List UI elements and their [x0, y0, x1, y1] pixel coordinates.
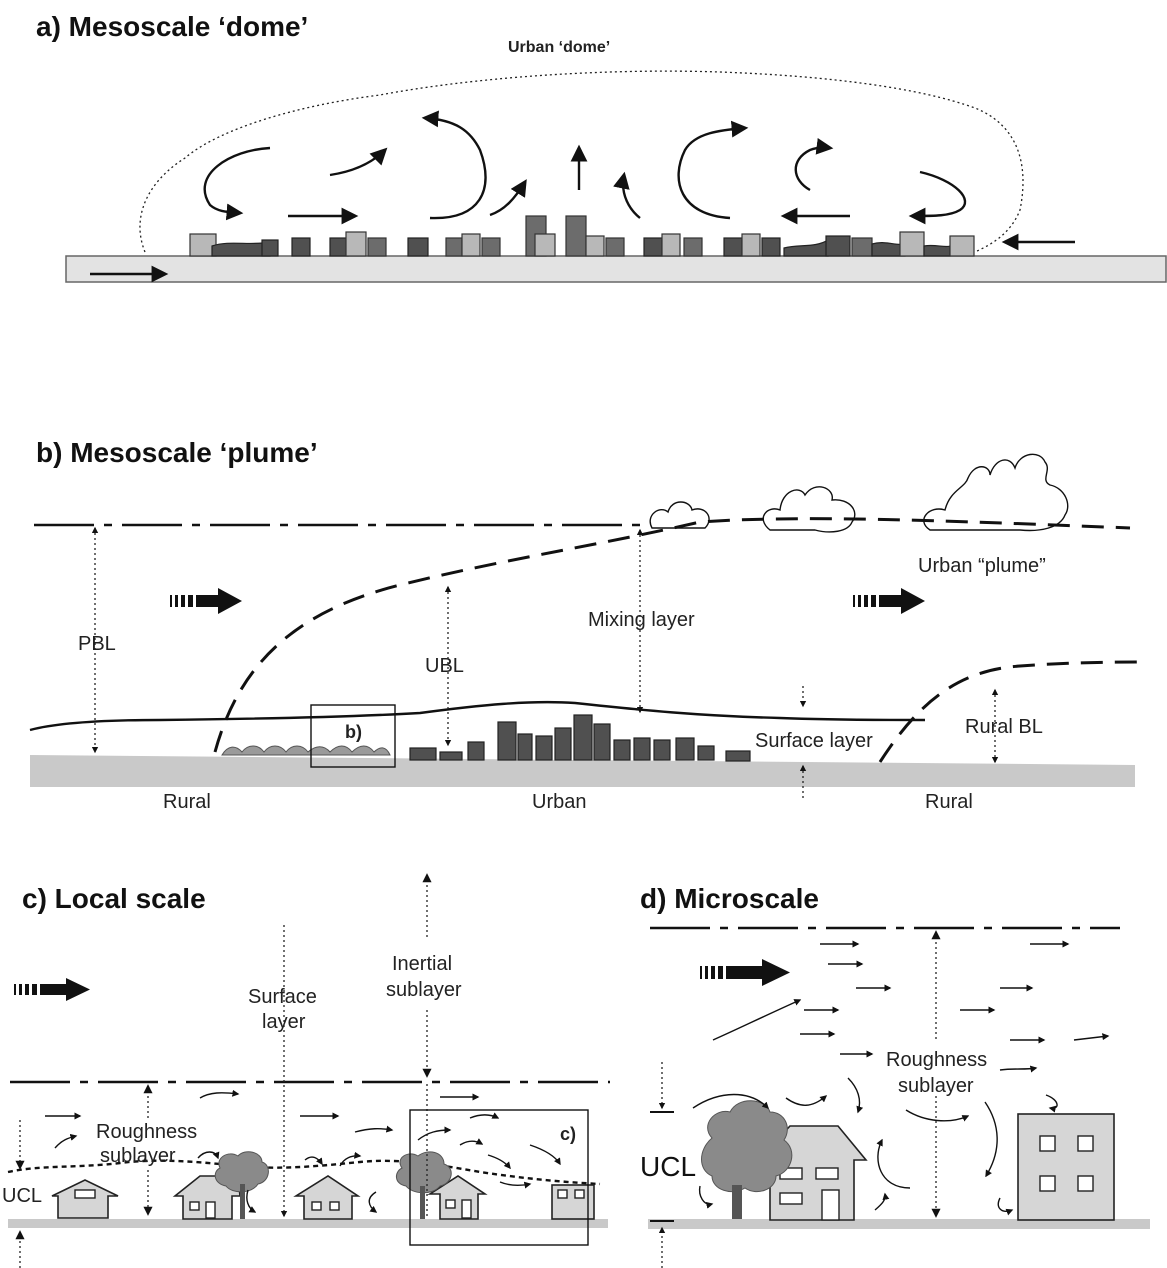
panel-c-wind-arrow: [14, 978, 90, 1001]
panel-c-title: c) Local scale: [22, 883, 206, 914]
panel-c-inset-marker: c): [560, 1124, 576, 1144]
panel-c-houses: [51, 1175, 595, 1220]
urban-dome-outline: [139, 70, 1024, 253]
panel-c-roughness-label-1: Roughness: [96, 1121, 197, 1143]
panel-d-roughness-label-2: sublayer: [898, 1075, 974, 1097]
panel-b-inset-marker: b): [345, 722, 362, 742]
surface-layer-line: [29, 700, 926, 732]
plume-clouds: [649, 453, 1069, 533]
panel-a-ground: [65, 255, 1167, 283]
panel-c-inset-box: [409, 1109, 589, 1246]
panel-b-dimension-arrows: [91, 526, 999, 798]
panel-d-flow-arrows: [692, 940, 1110, 1216]
panel-d-tall-building: [1017, 1113, 1115, 1221]
panel-b-wind-arrow-left: [170, 588, 242, 614]
panel-d-ground: [648, 1219, 1150, 1229]
panel-c-ground: [8, 1219, 608, 1228]
rural-right-label: Rural: [925, 791, 973, 813]
panel-d-dimension-arrows: [650, 930, 941, 1268]
panel-d-wind-arrow: [700, 959, 790, 986]
panel-a-buildings: [189, 215, 975, 257]
panel-a-title: a) Mesoscale ‘dome’: [36, 11, 308, 42]
panel-a-circulation-arrows: [90, 110, 1075, 283]
rural-bl-label: Rural BL: [965, 716, 1043, 738]
mixing-layer-label: Mixing layer: [588, 609, 695, 631]
panel-c: c) Local scale: [2, 873, 610, 1268]
rural-left-label: Rural: [163, 791, 211, 813]
urban-plume-label: Urban “plume”: [918, 555, 1046, 577]
urban-label: Urban: [532, 791, 586, 813]
panel-d-roughness-label-1: Roughness: [886, 1049, 987, 1071]
panel-d-title: d) Microscale: [640, 883, 819, 914]
panel-d: d) Microscale: [640, 883, 1150, 1268]
panel-b-wind-arrow-right: [853, 588, 925, 614]
panel-c-roughness-label-2: sublayer: [100, 1145, 176, 1167]
panel-b-title: b) Mesoscale ‘plume’: [36, 437, 318, 468]
panel-b-ground: [30, 755, 1135, 787]
rural-vegetation-left: [221, 745, 391, 756]
panel-b: b) Mesoscale ‘plume’: [29, 437, 1141, 813]
panel-c-inertial-label-2: sublayer: [386, 979, 462, 1001]
panel-c-dimension-arrows: [15, 873, 432, 1268]
pbl-label: PBL: [78, 633, 116, 655]
panel-a: a) Mesoscale ‘dome’ Urban ‘dome’: [36, 11, 1167, 283]
panel-c-ucl-label: UCL: [2, 1185, 42, 1207]
panel-b-city-buildings: [409, 714, 751, 762]
panel-b-inset-box: [310, 704, 396, 768]
panel-d-ucl-label: UCL: [640, 1151, 696, 1182]
rural-bl-boundary: [878, 660, 1141, 763]
panel-c-surface-layer-label-1: Surface: [248, 986, 317, 1008]
surface-layer-label: Surface layer: [755, 730, 873, 752]
panel-c-surface-layer-label-2: layer: [262, 1011, 306, 1033]
ubl-label: UBL: [425, 655, 464, 677]
urban-dome-label: Urban ‘dome’: [508, 39, 610, 56]
urban-plume-boundary: [213, 517, 1131, 753]
panel-c-flow-arrows: [45, 1089, 561, 1213]
panel-d-tree: [701, 1100, 793, 1219]
panel-c-inertial-label-1: Inertial: [392, 953, 452, 975]
panel-c-canopy-top-line: [7, 1159, 601, 1186]
